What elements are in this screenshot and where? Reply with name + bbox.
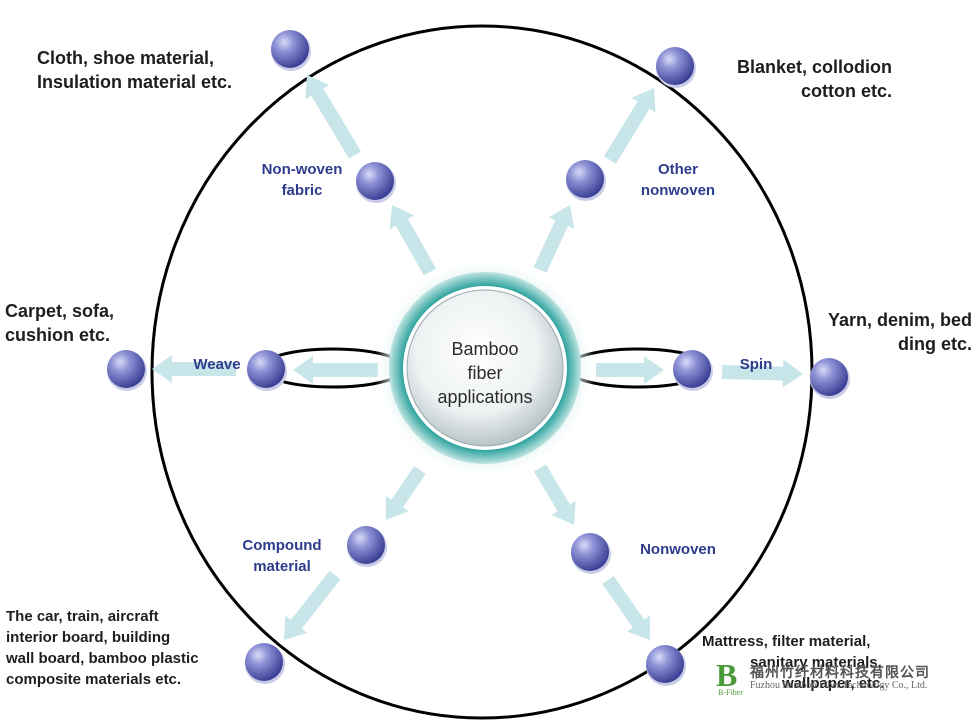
label-line: Other (657, 161, 698, 178)
label-line: Spin (739, 356, 773, 373)
label-weave: Weave (186, 354, 248, 375)
label-mattress-applications: Mattress, filter material, sanitary mate… (702, 631, 902, 694)
label-line: The car, train, aircraft (6, 608, 159, 625)
label-line: Insulation material etc. (37, 72, 233, 92)
label-car-applications: The car, train, aircraft interior board,… (6, 606, 236, 690)
center-label-line-1: Bamboo (451, 339, 519, 359)
node-yarn (810, 358, 848, 396)
label-line: wallpaper, etc. (782, 675, 885, 692)
node-carpet (107, 350, 145, 388)
label-blanket-applications: Blanket, collodion cotton etc. (700, 55, 892, 103)
arrow-to-other-nonwoven (533, 205, 575, 273)
arrow-to-non-woven-fabric (389, 205, 437, 276)
node-cloth (271, 30, 309, 68)
logo-mark: B (716, 657, 738, 693)
label-line: Compound (242, 537, 322, 554)
label-line: Weave (193, 356, 241, 373)
label-line: ding etc. (897, 334, 972, 354)
logo-english-name: Fuzhou Bamboo Fiber Technology Co., Ltd. (750, 680, 928, 691)
label-nonwoven: Nonwoven (630, 539, 726, 560)
arrow-group (152, 75, 803, 640)
arrow-to-cloth (305, 75, 361, 159)
label-line: Carpet, sofa, (5, 301, 115, 321)
arrow-to-nonwoven (534, 464, 576, 525)
arrow-to-blanket (604, 88, 656, 164)
node-weave (247, 350, 285, 388)
center-label-line-2: fiber (467, 363, 503, 383)
node-spin (673, 350, 711, 388)
label-yarn-applications: Yarn, denim, bed ding etc. (800, 308, 972, 356)
center-label-line-3: applications (437, 387, 533, 407)
label-line: cotton etc. (800, 81, 892, 101)
arrow-to-car (284, 570, 341, 640)
label-compound-material: Compound material (232, 535, 332, 577)
label-line: fabric (281, 182, 323, 199)
label-line: nonwoven (640, 182, 716, 199)
label-other-nonwoven: Other nonwoven (628, 159, 728, 201)
node-blanket (656, 47, 694, 85)
label-line: Nonwoven (640, 541, 716, 558)
node-group (107, 30, 850, 686)
logo-mark-sub: B-Fiber (718, 688, 743, 697)
arrow-to-mattress (602, 576, 650, 640)
logo-chinese-name: 福州竹纤材料科技有限公司 (750, 665, 930, 681)
label-line: sanitary materials, (750, 654, 882, 671)
label-non-woven-fabric: Non-woven fabric (252, 159, 352, 201)
arrow-to-carpet (152, 355, 236, 383)
label-line: material (253, 558, 311, 575)
arrow-to-yarn (721, 359, 803, 388)
label-spin: Spin (733, 354, 779, 375)
label-line: composite materials etc. (6, 671, 182, 688)
label-line: Cloth, shoe material, (37, 48, 215, 68)
arrow-to-spin (596, 356, 664, 384)
center-core (406, 289, 564, 447)
node-other-nonwoven (566, 160, 604, 198)
label-line: interior board, building (6, 629, 171, 646)
node-compound-material (347, 526, 385, 564)
node-non-woven-fabric (356, 162, 394, 200)
arrow-to-weave (293, 356, 378, 384)
label-line: Blanket, collodion (736, 57, 892, 77)
arrow-to-compound-material (385, 466, 426, 520)
label-carpet-applications: Carpet, sofa, cushion etc. (5, 299, 155, 347)
node-nonwoven (571, 533, 609, 571)
node-car (245, 643, 283, 681)
label-line: Mattress, filter material, (702, 633, 871, 650)
label-line: Yarn, denim, bed (827, 310, 972, 330)
label-line: Non-woven (261, 161, 343, 178)
label-line: cushion etc. (5, 325, 111, 345)
company-logo: B B-Fiber 福州竹纤材料科技有限公司 Fuzhou Bamboo Fib… (716, 657, 946, 697)
label-line: wall board, bamboo plastic (6, 650, 199, 667)
center-label: Bamboo fiber applications (415, 337, 555, 409)
node-mattress (646, 645, 684, 683)
label-cloth-applications: Cloth, shoe material, Insulation materia… (37, 46, 277, 94)
